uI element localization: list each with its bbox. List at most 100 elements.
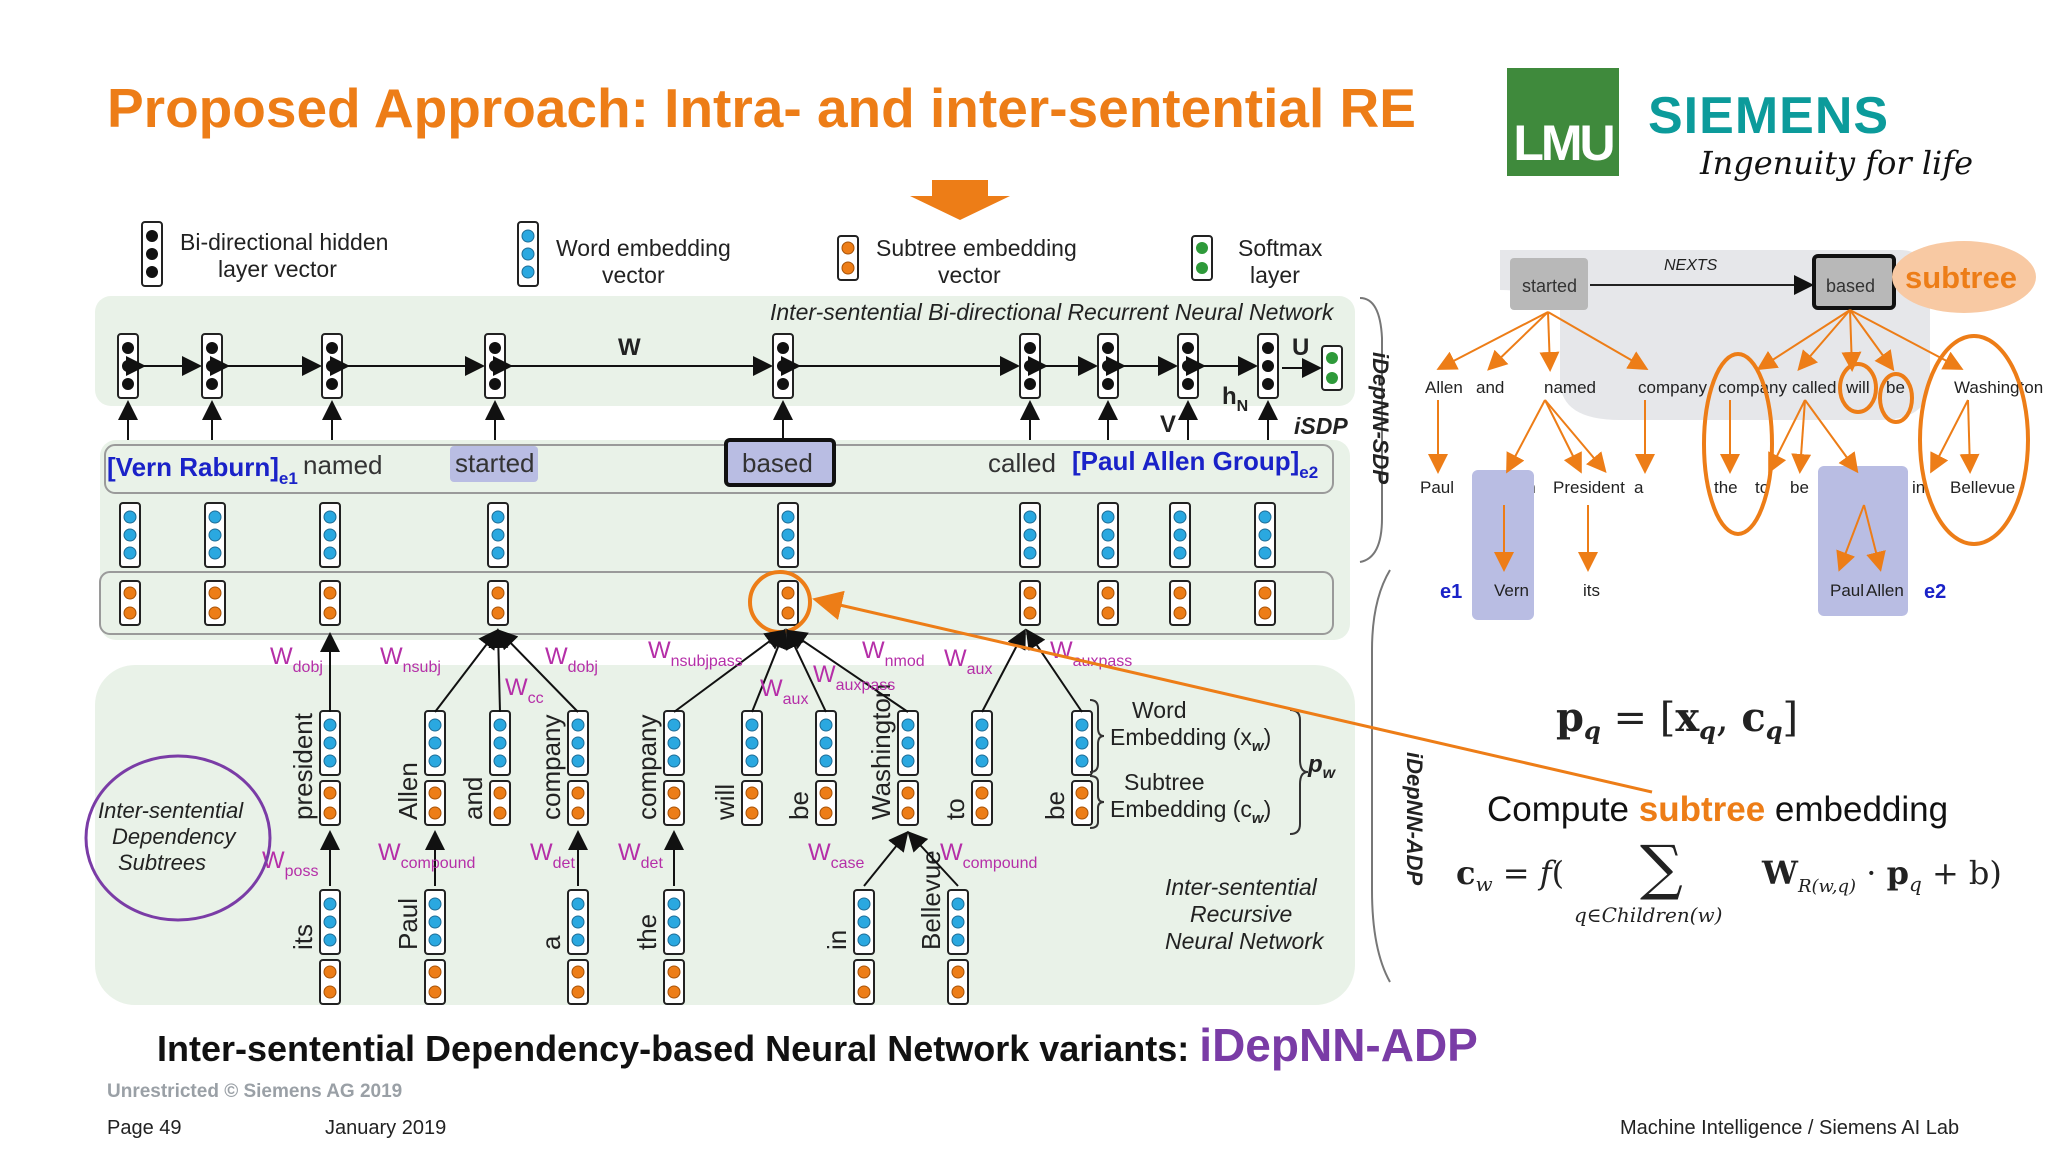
tree-dep-edge — [1791, 399, 1812, 474]
weight-label: Wposs — [262, 847, 318, 880]
sdp-subtree-embedding — [1019, 580, 1041, 626]
cw-equation-rest: WR(w,q) · pq + b) — [1761, 854, 2002, 897]
child-word-embedding — [489, 710, 511, 776]
child-subtree-embedding — [319, 780, 341, 826]
child-word-embedding — [1071, 710, 1093, 776]
leaf-subtree-embedding — [567, 959, 589, 1005]
tree-dep-edge — [1768, 399, 1806, 474]
subtree-row-box — [99, 571, 1334, 635]
sdp-word-embedding — [319, 502, 341, 568]
sdp-word-embedding — [487, 502, 509, 568]
weight-label: Wcompound — [378, 839, 475, 872]
sdp-word-embedding — [204, 502, 226, 568]
legend-hidden-icon — [141, 221, 163, 287]
leaf-word: its — [288, 924, 318, 950]
child-subtree-embedding — [489, 780, 511, 826]
legend-word-line1: Word embedding — [556, 235, 731, 261]
sum-symbol: ∑ — [1640, 833, 1683, 903]
legend-subtree-line2: vector — [938, 262, 1001, 288]
sdp-subtree-embedding — [119, 580, 141, 626]
tree-level3-word: Allen — [1866, 581, 1904, 600]
leaf-subtree-embedding — [319, 959, 341, 1005]
tree-started-box — [1510, 258, 1588, 310]
subtree-circle-company — [1702, 352, 1774, 536]
brace-subtree — [1089, 775, 1105, 829]
tree-dep-edge — [1487, 311, 1549, 371]
tree-dep-edge — [1959, 399, 1980, 474]
tree-dep-edge — [1544, 399, 1582, 474]
recursive-label-1: Inter-sentential — [1165, 874, 1318, 900]
child-word-embedding — [971, 710, 993, 776]
page-number: Page 49 — [107, 1117, 182, 1139]
child-subtree-embedding — [815, 780, 837, 826]
tree-dep-edge — [1841, 309, 1862, 372]
sdp-subtree-embedding — [1169, 580, 1191, 626]
leaf-word-embedding — [424, 889, 446, 955]
leaf-subtree-embedding — [853, 959, 875, 1005]
legend-word-icon — [517, 221, 539, 287]
siemens-slogan: Ingenuity for life — [1700, 144, 1974, 182]
legend-hidden-line1: Bi-directional hidden — [180, 229, 388, 255]
sdp-word-embedding — [119, 502, 141, 568]
tree-dep-edge — [1849, 309, 1895, 372]
child-word: be — [1040, 791, 1070, 820]
sdp-bracket — [1359, 297, 1383, 563]
sum-index: q∈Children(w) — [1574, 903, 1722, 927]
tree-edge — [434, 628, 499, 713]
tree-level3-word: Vern — [1494, 581, 1529, 600]
tree-dep-edge — [1436, 311, 1549, 370]
child-subtree-embedding — [424, 780, 446, 826]
tree-dep-edge — [1539, 311, 1560, 372]
recursive-panel — [95, 665, 1355, 1005]
child-word-embedding — [741, 710, 763, 776]
tree-edge — [907, 831, 959, 887]
tree-level1-word: be — [1886, 378, 1905, 397]
brace-pw — [1289, 709, 1309, 835]
child-subtree-embedding — [971, 780, 993, 826]
sdp-word-embedding — [1097, 502, 1119, 568]
rnn-cell — [1097, 333, 1119, 399]
child-word: company — [536, 715, 566, 821]
tree-level1-word: and — [1476, 378, 1504, 397]
child-subtree-embedding — [897, 780, 919, 826]
tree-level1-word: called — [1792, 378, 1836, 397]
leaf-subtree-embedding — [424, 959, 446, 1005]
sdp-word-embedding — [1169, 502, 1191, 568]
tree-dep-edge — [1756, 309, 1851, 371]
sdp-word-based: based — [742, 448, 813, 478]
child-subtree-embedding — [663, 780, 685, 826]
child-word: Washington — [866, 684, 896, 820]
subtrees-label-1: Inter-sentential — [98, 798, 244, 823]
brace-subtree-line2: Embedding (cw) — [1110, 796, 1271, 827]
rnn-cell — [1257, 333, 1279, 399]
subtree-tag-bg — [1892, 241, 2036, 313]
subtree-tag: subtree — [1905, 260, 2017, 295]
tree-edge — [673, 629, 786, 713]
u-label: U — [1292, 334, 1309, 361]
child-word-embedding — [567, 710, 589, 776]
tree-dep-edge — [1544, 399, 1607, 474]
cw-equation: cw = f( — [1456, 854, 1564, 896]
weight-label: Wcc — [505, 674, 544, 707]
tree-edge — [497, 629, 579, 713]
rnn-cell — [1177, 333, 1199, 399]
subtree-circle-washington — [1918, 334, 2030, 546]
rnn-cell — [321, 333, 343, 399]
tree-dep-edge — [1930, 399, 1969, 474]
child-subtree-embedding — [1071, 780, 1093, 826]
tree-nexts: NEXTS — [1664, 257, 1718, 274]
legend-hidden-line2: layer vector — [218, 256, 337, 282]
leaf-word: in — [822, 930, 852, 950]
tree-level1-word: named — [1544, 378, 1596, 397]
child-word: and — [458, 777, 488, 820]
isdp-label: iSDP — [1294, 413, 1348, 439]
tree-dep-edge — [1506, 399, 1546, 474]
tree-dep-edge — [1797, 309, 1851, 372]
child-word-embedding — [897, 710, 919, 776]
tree-level1-word: company — [1718, 378, 1787, 397]
child-word-embedding — [815, 710, 837, 776]
subtrees-label-3: Subtrees — [118, 850, 206, 875]
tree-level3-word: its — [1583, 581, 1600, 600]
weight-label: Waux — [760, 675, 808, 708]
